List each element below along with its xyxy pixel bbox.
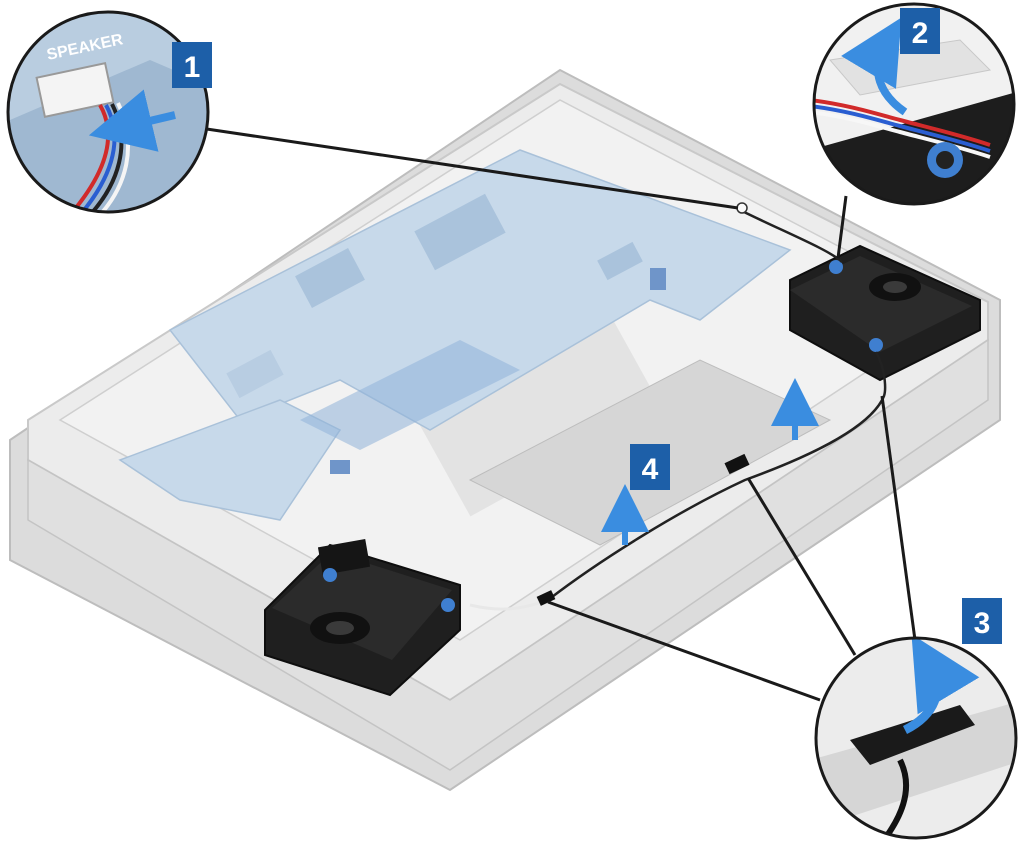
- cable-tape-left: [536, 590, 556, 606]
- io-board: [118, 399, 342, 521]
- step4-arrows: [601, 378, 819, 545]
- step-callout-2: 2: [900, 8, 940, 54]
- unroute-arrow-icon: [841, 17, 908, 116]
- right-speaker-grommet-bottom: [869, 338, 883, 352]
- right-speaker: [789, 244, 981, 382]
- square-number-badge-icon: [962, 598, 1002, 644]
- square-number-badge-icon: [630, 444, 670, 490]
- pull-arrow-icon: [88, 89, 176, 152]
- speaker-connector-on-board: [736, 202, 748, 214]
- left-speaker-grommet-top: [323, 568, 337, 582]
- square-number-badge-icon: [900, 8, 940, 54]
- inset-tape-detail: [814, 636, 1018, 840]
- cable-tape-mid: [724, 453, 750, 475]
- speaker-cable: [469, 202, 887, 611]
- step-callout-4: 4: [630, 444, 670, 490]
- right-speaker-grommet-top: [829, 260, 843, 274]
- inset-connector-detail: SPEAKER: [6, 10, 210, 214]
- left-speaker-grommet-right: [441, 598, 455, 612]
- system-board: [118, 149, 792, 521]
- adhesive-tape: [850, 705, 975, 765]
- peel-arrow-icon: [902, 638, 980, 735]
- leader-lines: [199, 126, 917, 702]
- step-number: 4: [642, 453, 659, 486]
- left-speaker: [264, 539, 461, 697]
- step-callout-1: 1: [172, 42, 212, 88]
- step-number: 3: [974, 607, 991, 640]
- step-number: 2: [912, 17, 929, 50]
- ribbon-cable: [300, 340, 520, 450]
- square-number-badge-icon: [172, 42, 212, 88]
- step-callout-3: 3: [962, 598, 1002, 644]
- step-number: 1: [184, 51, 201, 84]
